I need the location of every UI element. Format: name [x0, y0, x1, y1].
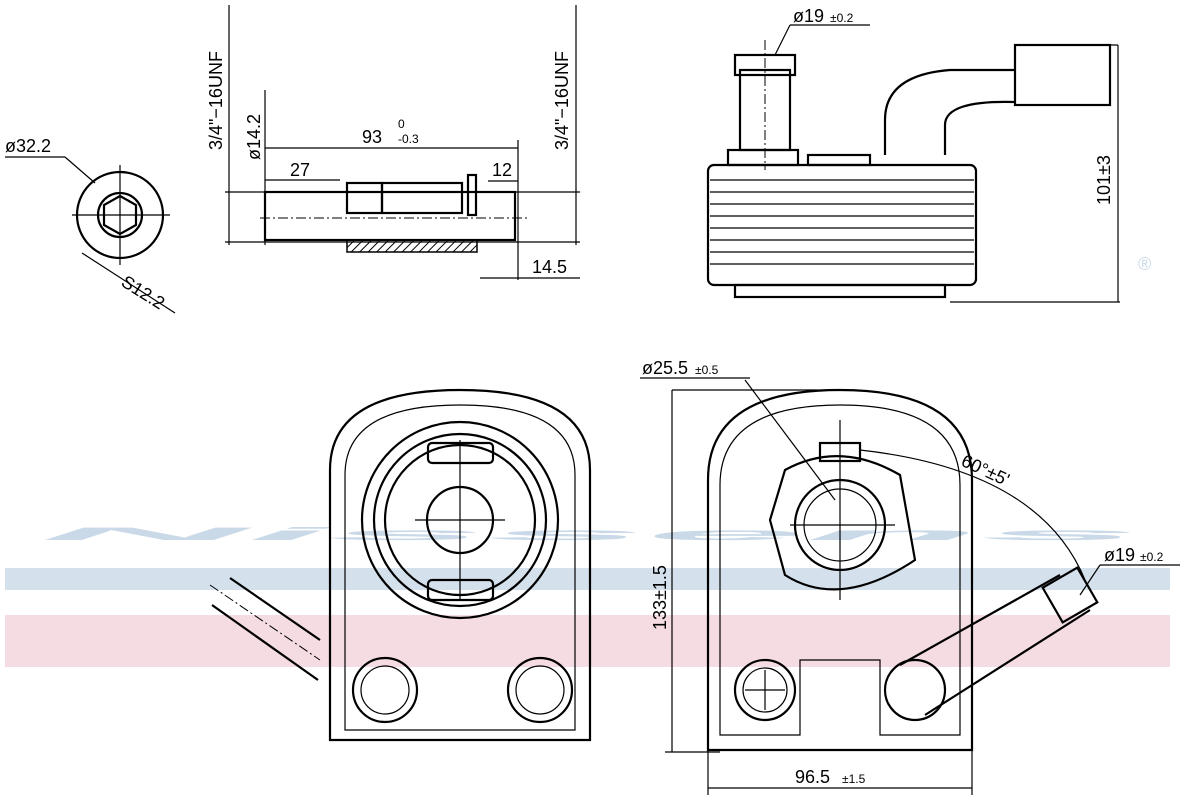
bolt-length-label: 93	[362, 127, 382, 147]
body-width-label: 96.5	[795, 767, 830, 787]
body-width-tol: ±1.5	[842, 772, 866, 786]
nissens-watermark: Nissens ®	[5, 254, 1170, 667]
body-height-label: 133±1.5	[650, 565, 670, 630]
side-pipe-tol: ±0.2	[1140, 550, 1164, 564]
bolt-tol-upper: 0	[398, 117, 405, 131]
height-label: 101±3	[1094, 155, 1114, 205]
cooler-front-view	[209, 388, 592, 742]
dim-12-label: 12	[492, 160, 512, 180]
nut-hex-label: S12.2	[118, 271, 168, 313]
top-pipe-tol: ±0.2	[830, 11, 854, 25]
cooler-side-view: ø19 ±0.2 101±3	[706, 6, 1120, 303]
dim-14-5-label: 14.5	[532, 257, 567, 277]
cooler-rear-view: ø25.5 ±0.5 60°±5' ø19 ±0.2 133±1.5 96.5 …	[640, 358, 1180, 795]
port-diameter-label: ø25.5	[642, 358, 688, 378]
nut-view: ø32.2 S12.2	[5, 136, 176, 314]
side-pipe-label: ø19	[1104, 545, 1135, 565]
dim-27-label: 27	[290, 160, 310, 180]
thread-left-label: 3/4"−16UNF	[206, 51, 226, 150]
svg-text:®: ®	[1138, 254, 1151, 274]
bolt-view: 3/4"−16UNF 3/4"−16UNF ø14.2 93 0 -0.3 27…	[206, 5, 580, 280]
port-diameter-tol: ±0.5	[695, 363, 719, 377]
bolt-tol-lower: -0.3	[398, 132, 419, 146]
nut-diameter-label: ø32.2	[5, 136, 51, 156]
thread-right-label: 3/4"−16UNF	[552, 51, 572, 150]
bolt-diameter-label: ø14.2	[244, 114, 264, 160]
angle-label: 60°±5'	[958, 450, 1012, 489]
top-pipe-label: ø19	[793, 6, 824, 26]
